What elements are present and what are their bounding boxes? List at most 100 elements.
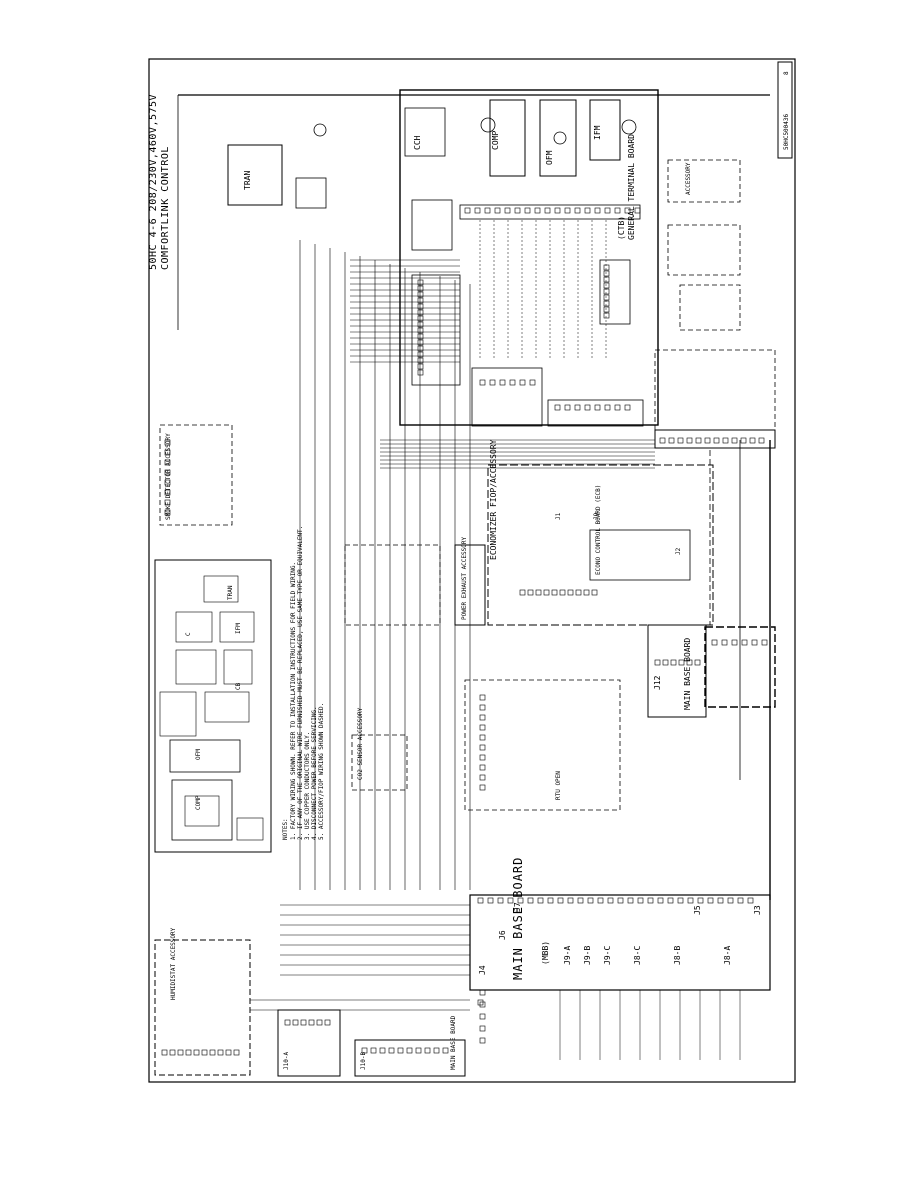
terminal-pin xyxy=(464,207,471,214)
terminal-pin xyxy=(557,897,564,904)
cch-label: CCH xyxy=(413,135,422,150)
j6-label: J6 xyxy=(498,930,507,940)
economizer-label: ECONOMIZER FIOP/ACCESSORY xyxy=(489,439,498,560)
humidistat-label: HUMIDISTAT ACCESSORY xyxy=(170,927,177,1000)
diagram-subtitle: COMFORTLINK CONTROL xyxy=(160,146,171,270)
terminal-pin xyxy=(564,404,571,411)
main-base-board-upper: MAIN BASE BOARD J12 xyxy=(647,624,776,718)
terminal-pin xyxy=(164,489,171,496)
terminal-pin xyxy=(727,897,734,904)
terminal-pin xyxy=(707,897,714,904)
terminal-pin xyxy=(424,1047,431,1054)
smoke-detector-label: SMOKE DETECTOR ACCESSORY xyxy=(165,433,172,520)
terminal-pin xyxy=(603,270,610,277)
terminal-pin xyxy=(417,351,424,358)
terminal-pin xyxy=(603,264,610,271)
terminal-pin xyxy=(677,897,684,904)
terminal-pin xyxy=(721,639,728,646)
terminal-pin xyxy=(209,1049,216,1056)
mbb-abbrev: (MBB) xyxy=(541,941,550,965)
ofm-motor-icon xyxy=(480,117,496,133)
terminal-pin xyxy=(559,589,566,596)
terminal-pin xyxy=(497,897,504,904)
terminal-pin xyxy=(164,459,171,466)
power-circuits: COMP OFM IFM TRAN CCH xyxy=(227,99,637,209)
terminal-pin xyxy=(637,897,644,904)
terminal-pin xyxy=(479,744,486,751)
terminal-pin xyxy=(554,404,561,411)
terminal-pin xyxy=(695,437,702,444)
terminal-pin xyxy=(169,1049,176,1056)
terminal-pin xyxy=(201,1049,208,1056)
terminal-pin xyxy=(624,404,631,411)
ctb-label: (CTB) xyxy=(617,216,626,240)
terminal-pin xyxy=(659,437,666,444)
terminal-pin xyxy=(417,363,424,370)
terminal-pin xyxy=(574,404,581,411)
terminal-pin xyxy=(479,379,486,386)
terminal-pin xyxy=(292,1019,299,1026)
terminal-pin xyxy=(614,404,621,411)
terminal-pin xyxy=(479,724,486,731)
terminal-pin xyxy=(731,437,738,444)
ecb-label: ECONO CONTROL BOARD (ECB) xyxy=(595,485,602,575)
terminal-pin xyxy=(417,357,424,364)
component-arrangement-panel: TRAN COMP CB OFM IFM C xyxy=(154,559,272,853)
terminal-pin xyxy=(677,437,684,444)
j9c-label: J9-C xyxy=(603,946,612,965)
terminal-pin xyxy=(477,999,484,1006)
arrangement-part-label: IFM xyxy=(235,623,242,634)
terminal-pin xyxy=(737,897,744,904)
terminal-pin xyxy=(479,989,486,996)
terminal-pin xyxy=(574,207,581,214)
terminal-pin xyxy=(575,589,582,596)
terminal-pin xyxy=(554,207,561,214)
terminal-pin xyxy=(300,1019,307,1026)
j5-label: J5 xyxy=(693,905,702,915)
terminal-pin xyxy=(603,294,610,301)
ctb-title: GENERAL TERMINAL BOARD xyxy=(627,134,636,240)
terminal-pin xyxy=(479,1025,486,1032)
terminal-pin xyxy=(627,897,634,904)
j9b-label: J9-B xyxy=(583,946,592,965)
terminal-pin xyxy=(583,589,590,596)
terminal-pin xyxy=(417,297,424,304)
terminal-pin xyxy=(704,437,711,444)
terminal-pin xyxy=(479,704,486,711)
terminal-pin xyxy=(417,339,424,346)
terminal-pin xyxy=(507,897,514,904)
comp-label: COMP xyxy=(491,131,500,150)
terminal-pin xyxy=(479,694,486,701)
terminal-pin xyxy=(529,379,536,386)
arrangement-part-label: TRAN xyxy=(227,585,234,600)
terminal-pin xyxy=(164,479,171,486)
terminal-pin xyxy=(603,276,610,283)
terminal-pin xyxy=(614,207,621,214)
tran-label: TRAN xyxy=(243,171,252,190)
terminal-pin xyxy=(233,1049,240,1056)
terminal-pin xyxy=(594,404,601,411)
terminal-pin xyxy=(717,897,724,904)
ifm-label: IFM xyxy=(593,125,602,140)
ofm-label: OFM xyxy=(545,150,554,165)
terminal-pin xyxy=(474,207,481,214)
j10a-label: J10-A xyxy=(283,1052,290,1070)
terminal-pin xyxy=(479,784,486,791)
terminal-pin xyxy=(749,437,756,444)
terminal-pin xyxy=(603,306,610,313)
terminal-pin xyxy=(577,897,584,904)
note-line: 5. ACCESSORY/FIOP WIRING SHOWN DASHED. xyxy=(318,703,325,840)
j3-label: J3 xyxy=(753,905,762,915)
terminal-pin xyxy=(722,437,729,444)
terminal-pin xyxy=(634,207,641,214)
terminal-blocks xyxy=(161,207,768,1056)
terminal-pin xyxy=(164,499,171,506)
wiring-lines xyxy=(177,94,771,1060)
mbb-label: MAIN BASE BOARD xyxy=(450,1015,457,1070)
rtu-open-section: RTU OPEN xyxy=(464,679,621,811)
arrangement-part-label: COMP xyxy=(195,795,202,810)
terminal-pin xyxy=(415,1047,422,1054)
j8b-label: J8-B xyxy=(673,946,682,965)
terminal-pin xyxy=(527,589,534,596)
